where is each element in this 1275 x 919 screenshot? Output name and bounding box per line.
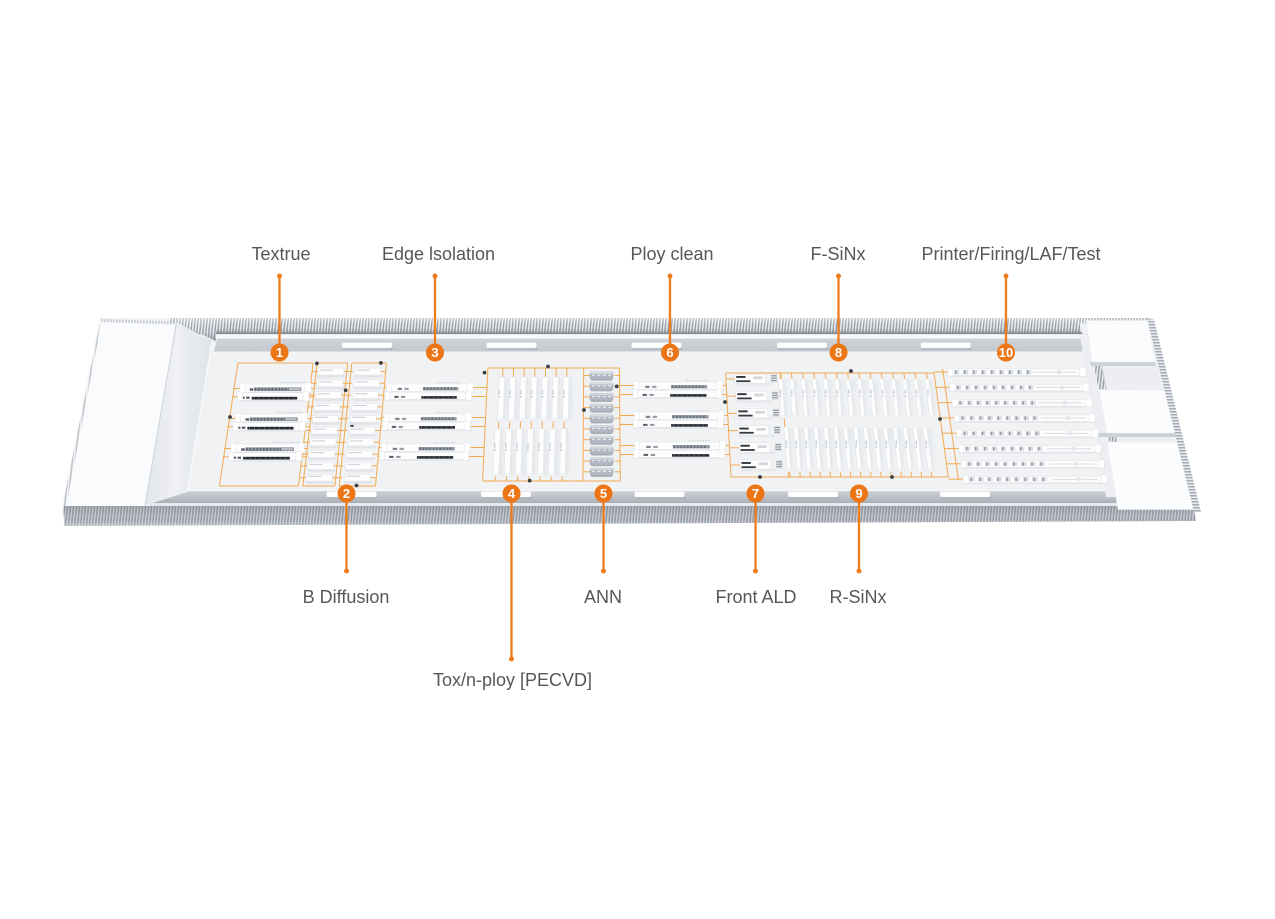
svg-text:9: 9	[855, 486, 862, 501]
svg-text:Printer/Firing/LAF/Test: Printer/Firing/LAF/Test	[921, 244, 1100, 264]
svg-text:Tox/n-ploy [PECVD]: Tox/n-ploy [PECVD]	[433, 670, 592, 690]
svg-text:ANN: ANN	[584, 587, 622, 607]
svg-text:6: 6	[666, 345, 673, 360]
svg-text:1: 1	[276, 345, 283, 360]
svg-text:Ploy clean: Ploy clean	[630, 244, 713, 264]
svg-text:10: 10	[999, 345, 1013, 360]
svg-text:5: 5	[600, 486, 607, 501]
svg-text:4: 4	[508, 486, 516, 501]
svg-text:F-SiNx: F-SiNx	[811, 244, 866, 264]
svg-text:B Diffusion: B Diffusion	[303, 587, 390, 607]
svg-text:R-SiNx: R-SiNx	[830, 587, 887, 607]
svg-text:2: 2	[343, 486, 350, 501]
svg-text:3: 3	[431, 345, 438, 360]
svg-text:Front ALD: Front ALD	[715, 587, 796, 607]
svg-text:Edge lsolation: Edge lsolation	[382, 244, 495, 264]
svg-text:7: 7	[752, 486, 759, 501]
svg-text:Textrue: Textrue	[251, 244, 310, 264]
svg-text:8: 8	[835, 345, 842, 360]
